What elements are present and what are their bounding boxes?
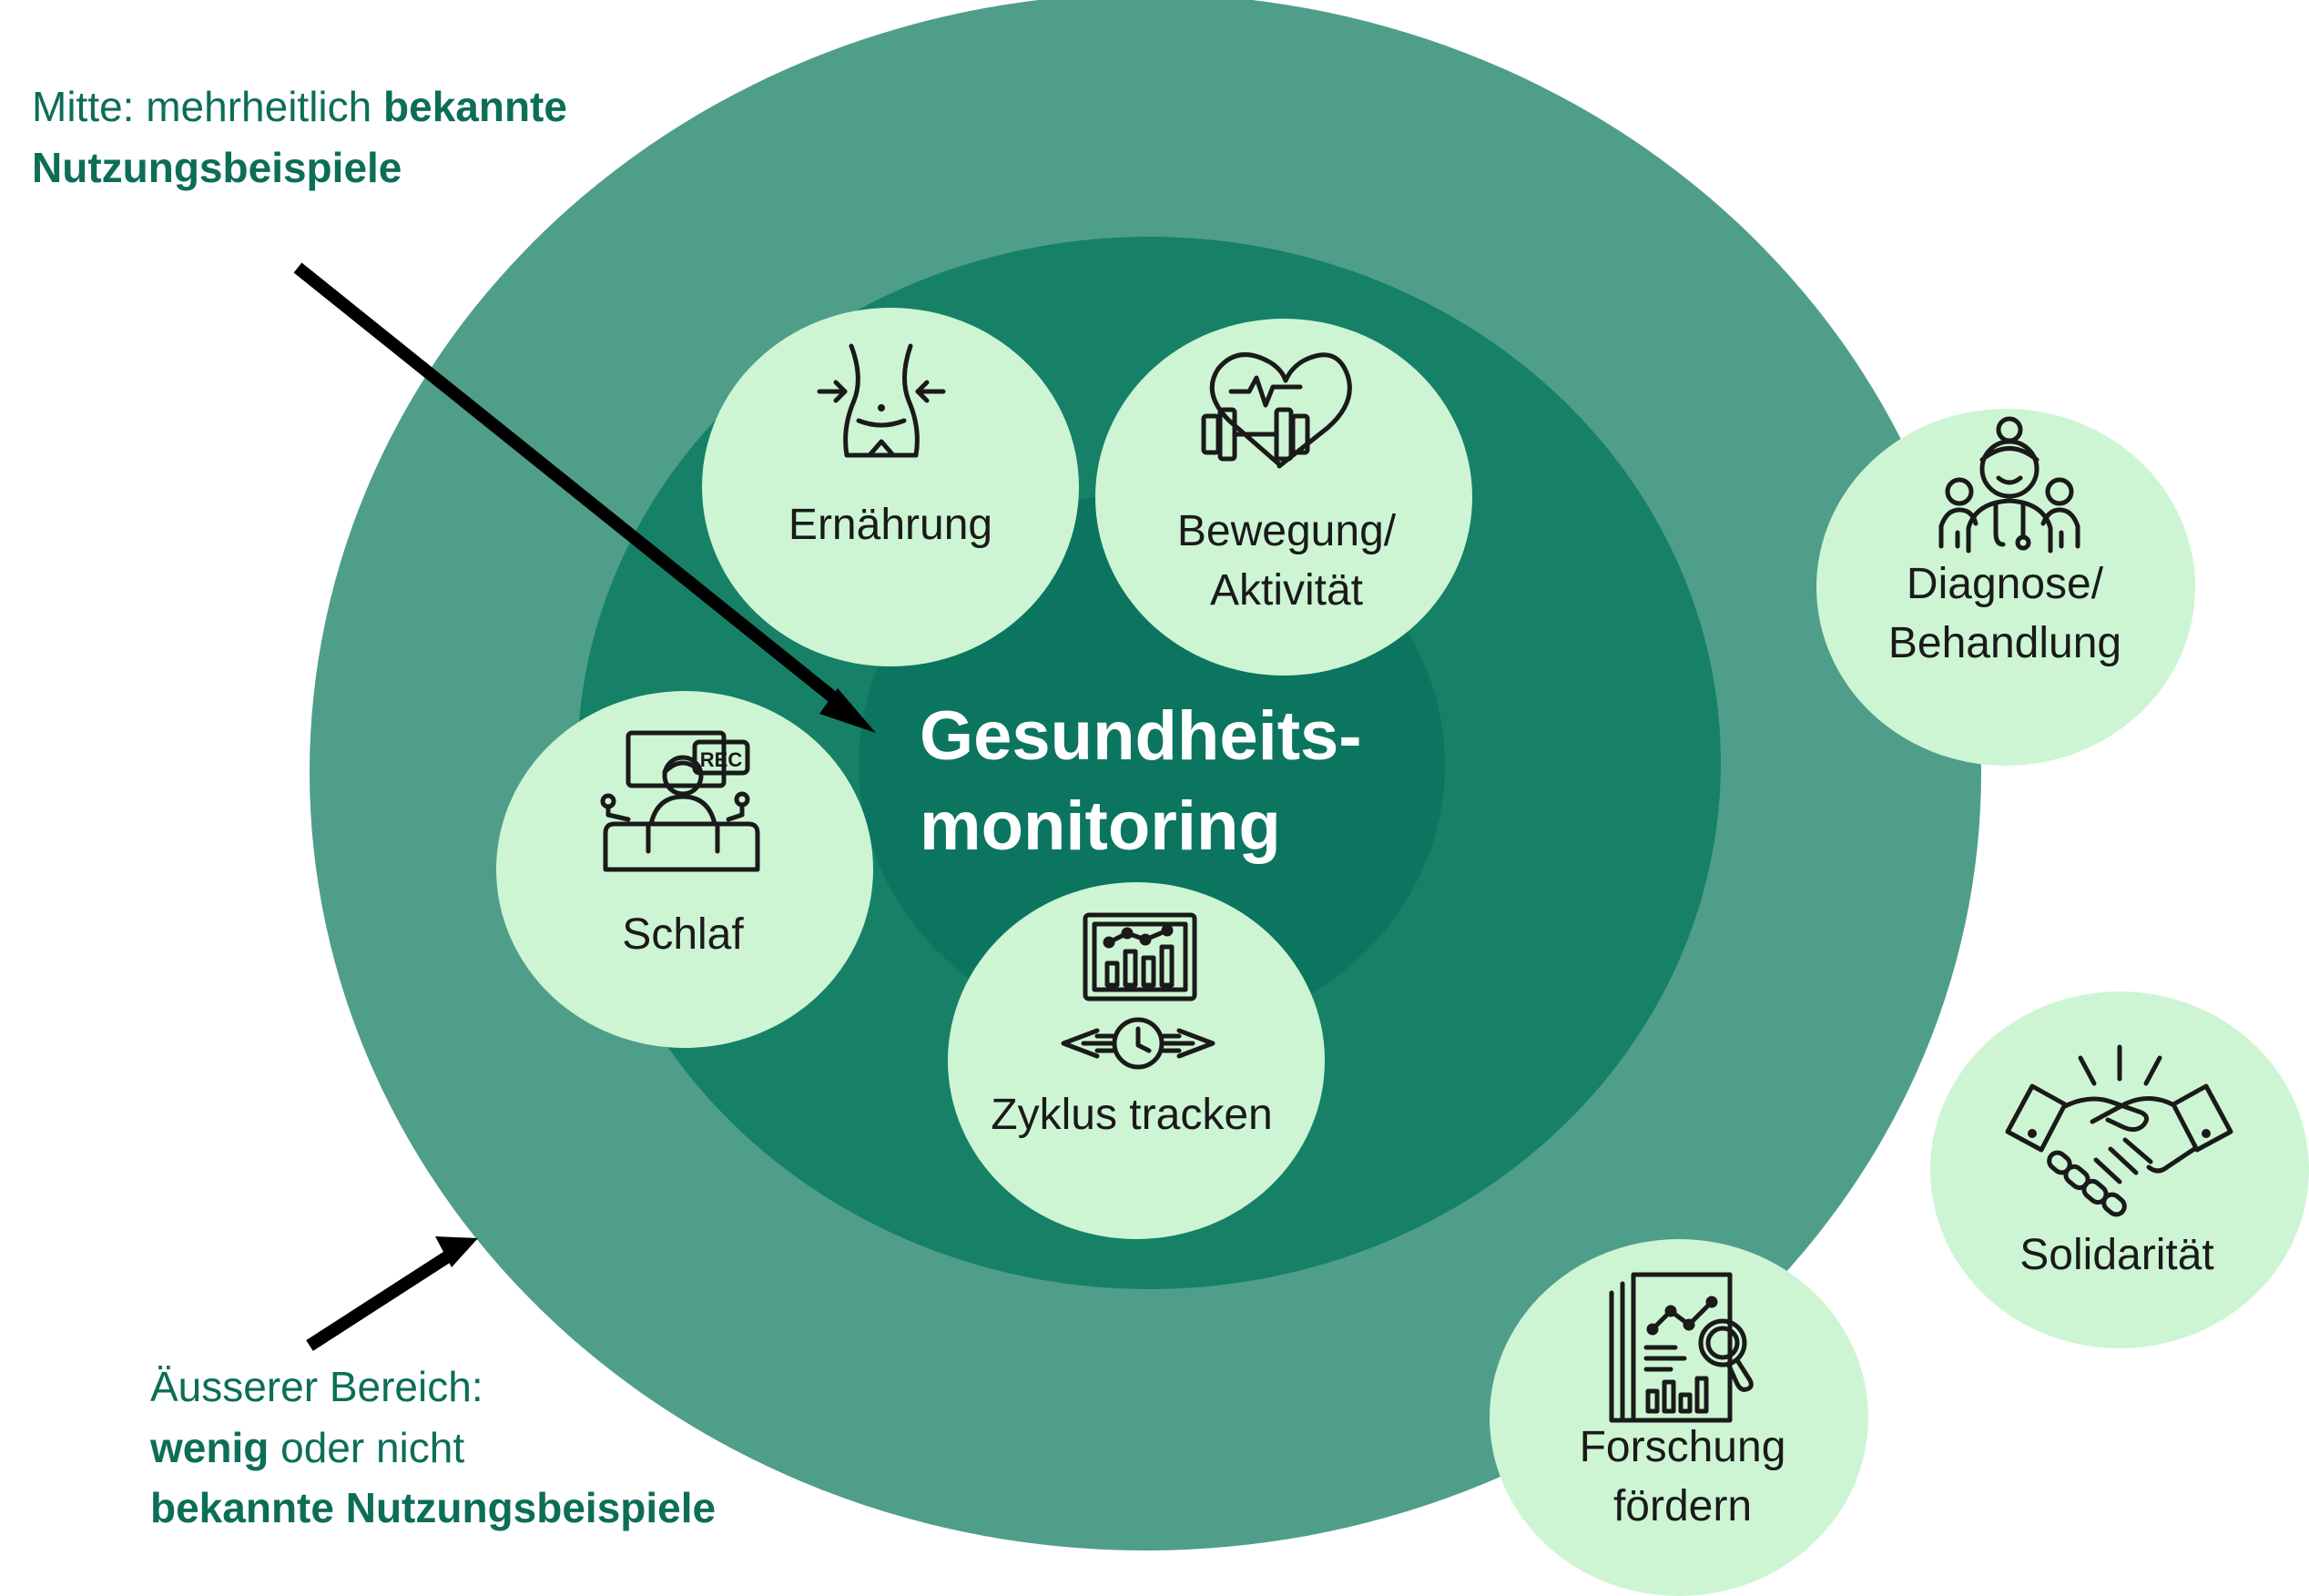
- annotation-outer-line2: wenig oder nicht: [150, 1418, 716, 1479]
- center-title: Gesundheits- monitoring: [920, 692, 1362, 872]
- bubble-forschung: [1490, 1239, 1868, 1596]
- handshake-icon: [2005, 1044, 2233, 1217]
- bubble-ernaehrung: [702, 308, 1079, 666]
- chart-clock-icon: [1061, 912, 1216, 1070]
- label-diagnose: Diagnose/ Behandlung: [1888, 555, 2121, 674]
- label-schlaf: Schlaf: [622, 906, 743, 965]
- label-diagnose-line2: Behandlung: [1887, 618, 2122, 667]
- svg-text:REC: REC: [700, 748, 743, 771]
- label-forschung-line1: Forschung: [1579, 1423, 1786, 1471]
- label-ernaehrung: Ernährung: [788, 496, 992, 555]
- research-report-icon: [1609, 1272, 1754, 1423]
- label-bewegung-line2: Aktivität: [1209, 565, 1364, 615]
- doctor-patients-icon: [1938, 416, 2080, 554]
- annotation-middle: Mitte: mehrheitlich bekannte Nutzungsbei…: [32, 76, 567, 198]
- center-title-line1: Gesundheits-: [920, 697, 1362, 775]
- annotation-middle-line1: Mitte: mehrheitlich bekannte: [32, 76, 567, 137]
- label-schlaf-text: Schlaf: [622, 910, 744, 959]
- arrow-to-outer-ring: [306, 1236, 478, 1351]
- annotation-middle-bold1: bekannte: [383, 83, 567, 130]
- label-solidaritaet: Solidarität: [2019, 1226, 2213, 1286]
- center-title-line2: monitoring: [920, 787, 1281, 865]
- label-forschung: Forschung fördern: [1580, 1418, 1786, 1537]
- annotation-outer-rest1: oder nicht: [269, 1423, 465, 1471]
- annotation-outer-line3: bekannte Nutzungsbeispiele: [150, 1478, 716, 1539]
- annotation-middle-line2: Nutzungsbeispiele: [32, 137, 567, 198]
- label-zyklus: Zyklus tracken: [991, 1086, 1272, 1145]
- annotation-outer: Äusserer Bereich: wenig oder nicht bekan…: [150, 1357, 716, 1539]
- annotation-outer-line1: Äusserer Bereich:: [150, 1363, 483, 1410]
- label-solidaritaet-text: Solidarität: [2019, 1231, 2214, 1279]
- annotation-middle-bold2: Nutzungsbeispiele: [32, 143, 402, 191]
- bubble-zyklus: [948, 882, 1325, 1239]
- annotation-middle-prefix: Mitte: mehrheitlich: [32, 83, 384, 130]
- bubble-solidaritaet: [1930, 991, 2309, 1348]
- label-forschung-line2: fördern: [1612, 1481, 1753, 1530]
- annotation-outer-bold2: bekannte Nutzungsbeispiele: [150, 1484, 717, 1532]
- label-diagnose-line1: Diagnose/: [1906, 560, 2104, 608]
- arrow-to-center: [293, 262, 876, 733]
- bubble-bewegung: [1095, 319, 1472, 676]
- label-ernaehrung-text: Ernährung: [788, 501, 993, 549]
- heart-dumbbell-icon: [1201, 352, 1352, 469]
- label-bewegung: Bewegung/ Aktivität: [1177, 503, 1396, 621]
- annotation-outer-bold1: wenig: [150, 1423, 270, 1471]
- bubble-diagnose: [1816, 409, 2195, 766]
- waist-measure-icon: [817, 343, 946, 458]
- sleep-recording-icon: REC: [600, 730, 760, 872]
- label-bewegung-line1: Bewegung/: [1176, 507, 1397, 555]
- label-zyklus-text: Zyklus tracken: [991, 1091, 1273, 1139]
